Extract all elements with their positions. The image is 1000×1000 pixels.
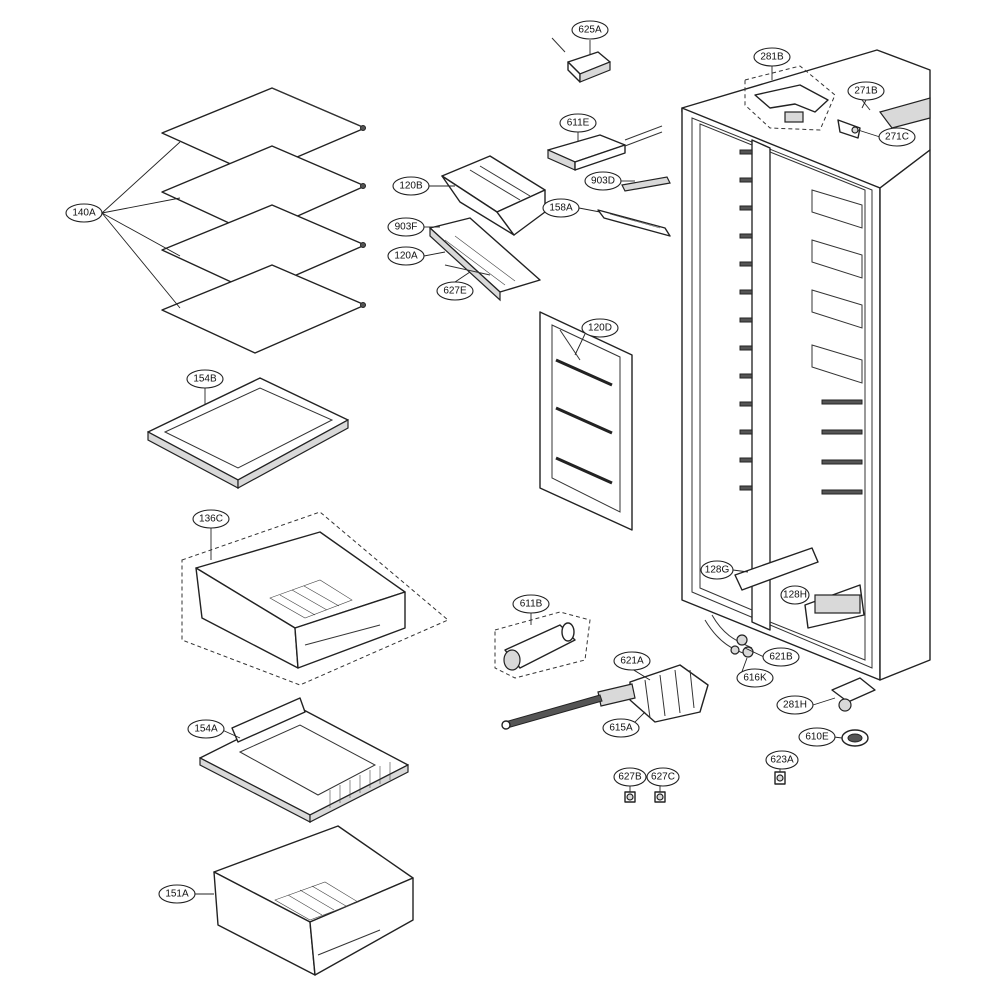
callout-label: 627E	[443, 286, 467, 297]
panel-120d	[539, 311, 633, 531]
callout-621a: 621A	[613, 651, 651, 671]
water-filter-611b	[494, 611, 591, 679]
callout-label: 158A	[549, 203, 573, 214]
bar-158a	[597, 209, 671, 237]
callout-615a: 615A	[602, 718, 640, 738]
glass-shelves-140a	[161, 87, 366, 354]
callout-903f: 903F	[387, 217, 425, 237]
clip-627b	[624, 791, 636, 803]
crisper-drawer-136c	[181, 511, 449, 686]
callout-label: 903D	[591, 176, 615, 187]
clip-623a	[774, 771, 786, 785]
callout-label: 281H	[783, 700, 807, 711]
callout-136c: 136C	[192, 509, 230, 529]
callout-label: 271C	[885, 132, 909, 143]
callout-label: 611E	[567, 118, 590, 129]
callout-621b: 621B	[762, 647, 800, 667]
callout-611e: 611E	[559, 113, 597, 133]
callout-616k: 616K	[736, 668, 774, 688]
callout-label: 616K	[743, 673, 767, 684]
callout-903d: 903D	[584, 171, 622, 191]
callout-120d: 120D	[581, 318, 619, 338]
callout-label: 621B	[769, 652, 793, 663]
dispenser-611e	[547, 125, 663, 171]
callout-label: 281B	[760, 52, 784, 63]
callout-label: 903F	[395, 222, 418, 233]
shelf-frame-154b	[147, 377, 349, 490]
cover-120b	[441, 155, 546, 236]
callout-label: 625A	[578, 25, 602, 36]
ring-610e	[841, 729, 869, 747]
tube-615a	[501, 694, 603, 730]
callout-625a: 625A	[571, 20, 609, 40]
callout-label: 271B	[854, 86, 878, 97]
callout-label: 610E	[805, 732, 829, 743]
callout-140a: 140A	[65, 203, 103, 223]
callout-label: 120B	[399, 181, 423, 192]
callout-623a: 623A	[765, 750, 799, 770]
callout-label: 120A	[394, 251, 418, 262]
top-hinge-cover-281b	[744, 65, 836, 131]
callout-154b: 154B	[186, 369, 224, 389]
fittings-621b-616k	[730, 634, 754, 658]
callout-627b: 627B	[613, 767, 647, 787]
callout-151a: 151A	[158, 884, 196, 904]
callout-label: 627B	[618, 772, 642, 783]
callout-label: 611B	[520, 599, 543, 610]
refrigerator-cabinet	[681, 49, 931, 681]
hinge-parts-271	[837, 99, 871, 139]
leader-lines	[101, 40, 881, 895]
callout-label: 120D	[588, 323, 612, 334]
callout-611b: 611B	[512, 594, 550, 614]
bracket-625a	[551, 37, 611, 83]
callout-label: 151A	[165, 889, 189, 900]
callout-label: 128G	[705, 565, 730, 576]
callout-281h: 281H	[776, 695, 814, 715]
clip-627c	[654, 791, 666, 803]
water-valve-621a	[597, 664, 709, 723]
callout-label: 136C	[199, 514, 223, 525]
callout-271b: 271B	[847, 81, 885, 101]
callout-128g: 128G	[700, 560, 734, 580]
callout-label: 128H	[783, 590, 807, 601]
callout-label: 154B	[193, 374, 217, 385]
callout-128h: 128H	[780, 585, 810, 605]
bracket-281h	[831, 677, 876, 712]
callout-120b: 120B	[392, 176, 430, 196]
callout-120a: 120A	[387, 246, 425, 266]
callout-label: 621A	[620, 656, 644, 667]
callout-627e: 627E	[436, 281, 474, 301]
callout-154a: 154A	[187, 719, 225, 739]
callout-281b: 281B	[753, 47, 791, 67]
callout-label: 627C	[651, 772, 675, 783]
callout-label: 615A	[609, 723, 633, 734]
strip-903d	[621, 176, 671, 192]
drawer-151a	[213, 825, 414, 976]
callout-610e: 610E	[798, 727, 836, 747]
callout-label: 623A	[770, 755, 794, 766]
tray-120a	[429, 217, 541, 302]
callout-627c: 627C	[646, 767, 680, 787]
crisper-cover-154a	[199, 697, 409, 823]
callout-label: 154A	[194, 724, 218, 735]
callout-158a: 158A	[542, 198, 580, 218]
callout-271c: 271C	[878, 127, 916, 147]
callout-label: 140A	[72, 208, 96, 219]
